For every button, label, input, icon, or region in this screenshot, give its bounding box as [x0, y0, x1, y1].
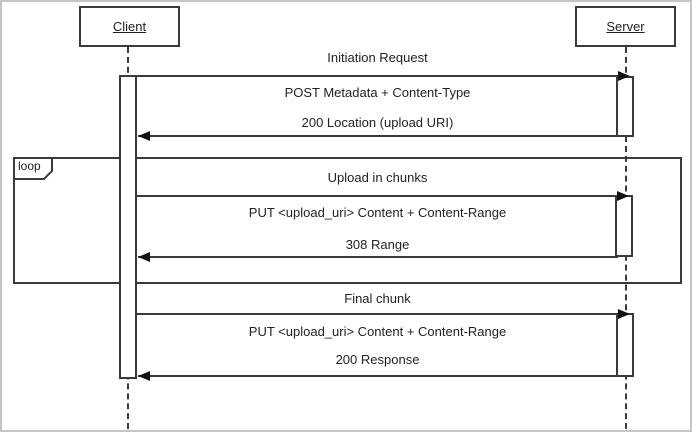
server-activation-final	[616, 313, 634, 377]
response-arrow-chunk	[138, 256, 618, 258]
section-label-chunks: Upload in chunks	[327, 170, 428, 185]
loop-operator-label: loop	[18, 159, 41, 173]
server-activation-initiation	[616, 76, 634, 137]
arrowhead-right-icon	[618, 309, 630, 319]
section-label-initiation: Initiation Request	[327, 50, 428, 65]
actor-label-server: Server	[606, 19, 645, 34]
loop-fragment-frame	[13, 157, 682, 284]
response-label-final: 200 Response	[335, 352, 420, 367]
response-label-initiation: 200 Location (upload URI)	[301, 115, 454, 130]
response-label-chunk: 308 Range	[345, 237, 410, 252]
arrowhead-left-icon	[138, 371, 150, 381]
request-label-chunk: PUT <upload_uri> Content + Content-Range	[248, 205, 507, 220]
actor-box-client: Client	[79, 6, 180, 47]
request-arrow-chunk	[136, 195, 622, 197]
request-arrow-initiation	[136, 75, 622, 77]
response-arrow-final	[138, 375, 618, 377]
arrowhead-left-icon	[138, 131, 150, 141]
arrowhead-right-icon	[617, 191, 629, 201]
request-arrow-final	[136, 313, 622, 315]
section-label-final: Final chunk	[344, 291, 411, 306]
client-activation-bar	[119, 75, 137, 379]
response-arrow-initiation	[138, 135, 618, 137]
arrowhead-left-icon	[138, 252, 150, 262]
arrowhead-right-icon	[618, 71, 630, 81]
actor-box-server: Server	[575, 6, 676, 47]
request-label-initiation: POST Metadata + Content-Type	[284, 85, 471, 100]
request-label-final: PUT <upload_uri> Content + Content-Range	[248, 324, 507, 339]
actor-label-client: Client	[112, 19, 147, 34]
loop-operator-pentagon	[13, 157, 53, 180]
